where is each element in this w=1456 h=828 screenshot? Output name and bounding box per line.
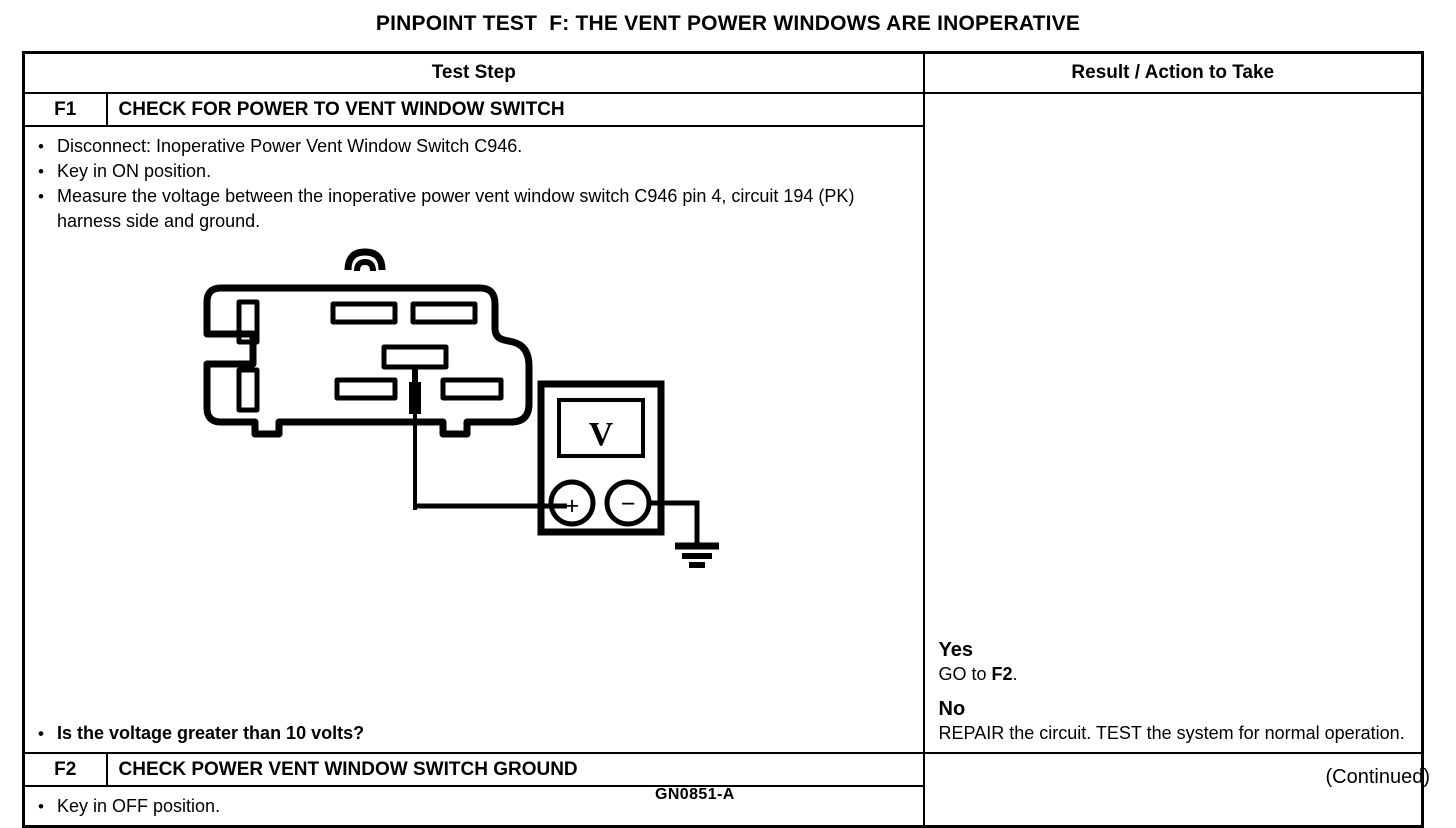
probe-lead-vertical bbox=[413, 414, 417, 510]
bullet-text: Disconnect: Inoperative Power Vent Windo… bbox=[57, 136, 523, 156]
result-cell-f2 bbox=[922, 753, 1425, 828]
pin-slot-upper-right bbox=[410, 301, 478, 325]
pin-slot-lower-left bbox=[236, 367, 260, 413]
page-title: PINPOINT TEST F: THE VENT POWER WINDOWS … bbox=[375, 12, 1081, 35]
list-item: • Key in ON position. bbox=[25, 159, 915, 184]
list-item: • Disconnect: Inoperative Power Vent Win… bbox=[25, 134, 915, 159]
figure-svg: V + − bbox=[203, 248, 719, 568]
figure-id-label: GN0851-A bbox=[655, 786, 735, 803]
result-yes-target: F2 bbox=[991, 664, 1013, 684]
step-id-f1: F1 bbox=[22, 93, 107, 127]
result-yes-text-post: . bbox=[1012, 664, 1018, 684]
list-item: • Key in OFF position. bbox=[25, 794, 915, 819]
bullet-dot-icon: • bbox=[38, 187, 44, 206]
connector-body-outline bbox=[203, 284, 533, 438]
step-id-f2: F2 bbox=[22, 753, 107, 787]
result-yes-body: GO to F2. bbox=[939, 663, 1412, 686]
step-title-f2: CHECK POWER VENT WINDOW SWITCH GROUND bbox=[105, 753, 924, 787]
test-probe bbox=[409, 366, 421, 510]
bullet-list-f2: • Key in OFF position. bbox=[25, 787, 923, 825]
header-result-action: Result / Action to Take bbox=[922, 51, 1425, 94]
voltmeter-display bbox=[557, 398, 645, 458]
footer-continued-note: (Continued) bbox=[1325, 766, 1430, 788]
table-header-row: Test Step Result / Action to Take bbox=[21, 51, 1425, 94]
bullet-list-f1: • Disconnect: Inoperative Power Vent Win… bbox=[25, 127, 923, 803]
voltmeter-display-value: V bbox=[589, 416, 614, 453]
bullet-dot-icon: • bbox=[38, 162, 44, 181]
pin-slot-lower-mid bbox=[334, 377, 398, 401]
result-cell-f1: Yes GO to F2. No REPAIR the circuit. TES… bbox=[922, 93, 1425, 754]
list-item-question: • Is the voltage greater than 10 volts? bbox=[25, 721, 915, 746]
voltmeter-positive-terminal bbox=[548, 479, 596, 527]
list-item: • Measure the voltage between the inoper… bbox=[25, 184, 915, 234]
step-body-f2: • Key in OFF position. bbox=[21, 786, 924, 828]
step-body-f1: • Disconnect: Inoperative Power Vent Win… bbox=[21, 126, 924, 803]
step-body-row-f1: • Disconnect: Inoperative Power Vent Win… bbox=[21, 126, 1423, 803]
connector-lock-tab-outer bbox=[344, 248, 386, 271]
voltmeter-minus-glyph: − bbox=[621, 490, 636, 518]
bullet-text: Key in ON position. bbox=[57, 161, 212, 181]
result-yes-label: Yes bbox=[938, 639, 973, 661]
result-block-yes: Yes GO to F2. bbox=[939, 638, 1412, 686]
pin-slot-upper-mid bbox=[330, 301, 398, 325]
pin-slot-lower-right bbox=[440, 377, 504, 401]
result-no-body: REPAIR the circuit. TEST the system for … bbox=[938, 723, 1405, 743]
bullet-dot-icon: • bbox=[38, 137, 44, 156]
probe-shaft-upper bbox=[412, 366, 418, 382]
result-no-label: No bbox=[938, 698, 966, 720]
figure-connector-voltmeter: V + − GN0851-A bbox=[25, 234, 915, 803]
result-block-no: No REPAIR the circuit. TEST the system f… bbox=[939, 697, 1412, 745]
bullet-dot-icon: • bbox=[38, 724, 44, 743]
result-yes-text-pre: GO to bbox=[938, 664, 992, 684]
bullet-text: Key in OFF position. bbox=[57, 796, 221, 816]
probe-tip-body bbox=[409, 382, 421, 414]
pin-slot-upper-left bbox=[236, 299, 260, 345]
step-title-f1: CHECK FOR POWER TO VENT WINDOW SWITCH bbox=[105, 93, 924, 127]
ground-lead bbox=[649, 500, 700, 544]
step-title-row-f1: F1 CHECK FOR POWER TO VENT WINDOW SWITCH… bbox=[22, 93, 1425, 754]
header-test-step: Test Step bbox=[21, 51, 924, 94]
voltmeter-plus-glyph: + bbox=[565, 492, 580, 520]
bullet-dot-icon: • bbox=[38, 797, 44, 816]
step-title-row-f2: F2 CHECK POWER VENT WINDOW SWITCH GROUND bbox=[22, 753, 1425, 828]
question-text: Is the voltage greater than 10 volts? bbox=[57, 723, 365, 743]
pinpoint-test-table: Test Step Result / Action to Take F1 CHE… bbox=[21, 51, 1425, 828]
pin-slot-4-target bbox=[381, 344, 449, 370]
voltmeter-body bbox=[537, 380, 665, 536]
connector-lock-tab-inner bbox=[354, 259, 376, 272]
bullet-text: Measure the voltage between the inoperat… bbox=[57, 186, 855, 231]
